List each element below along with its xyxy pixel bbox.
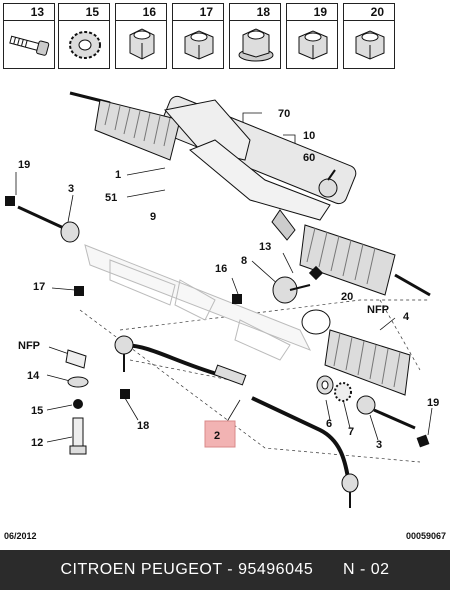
nut-marker-19-lower xyxy=(416,434,430,448)
legend-number: 19 xyxy=(287,4,337,21)
callout-20: 20 xyxy=(341,291,353,303)
callout-nfp-left: NFP xyxy=(18,340,40,352)
legend-number: 15 xyxy=(59,4,109,21)
legend-number: 16 xyxy=(116,4,166,21)
callout-18: 18 xyxy=(137,420,149,432)
pinion-cover-part-8 xyxy=(272,276,311,304)
callout-8: 8 xyxy=(241,255,247,267)
caption-text: CITROEN PEUGEOT - 95496045 N - 02 xyxy=(60,561,390,578)
bolt-icon xyxy=(9,35,50,56)
tie-rod-part-2 xyxy=(114,335,359,508)
callout-13: 13 xyxy=(259,241,271,253)
revision-date: 06/2012 xyxy=(4,531,37,541)
callout-19-upper: 19 xyxy=(18,159,30,171)
callout-19-lower: 19 xyxy=(427,397,439,409)
callout-nfp-right: NFP xyxy=(367,304,389,316)
boot-upper-left xyxy=(94,99,181,161)
nut-markers xyxy=(5,196,430,448)
hex-nut-icon xyxy=(298,30,328,60)
boot-upper-right xyxy=(299,224,396,296)
serrated-washer-part-7 xyxy=(334,382,352,402)
steering-rack-diagram: 70 10 60 1 51 9 19 3 13 8 16 20 NFP 17 4… xyxy=(5,91,439,508)
flanged-nut-icon xyxy=(238,28,274,62)
legend-cell-13: 13 xyxy=(3,3,55,69)
callout-12: 12 xyxy=(31,437,43,449)
callout-4: 4 xyxy=(403,311,410,323)
legend-cell-15: 15 xyxy=(58,3,110,69)
caption-bar: CITROEN PEUGEOT - 95496045 N - 02 xyxy=(0,550,450,590)
nut-marker-19-upper xyxy=(5,196,15,206)
legend-cell-17: 17 xyxy=(172,3,224,69)
callout-16: 16 xyxy=(215,263,227,275)
hex-nut-icon xyxy=(129,28,155,60)
nut-marker-20 xyxy=(308,265,324,281)
callout-15: 15 xyxy=(31,405,43,417)
nut-marker-16 xyxy=(232,294,242,304)
legend-cell-16: 16 xyxy=(115,3,167,69)
legend-number: 18 xyxy=(230,4,280,21)
steering-rack-upper xyxy=(69,91,431,297)
steering-rack-ghost xyxy=(84,244,312,361)
callout-51: 51 xyxy=(105,192,117,204)
callout-17: 17 xyxy=(33,281,45,293)
legend-cell-18: 18 xyxy=(229,3,281,69)
washer-part-15 xyxy=(73,399,83,409)
hex-nut-icon xyxy=(184,30,214,60)
callout-60: 60 xyxy=(303,152,315,164)
nut-marker-17 xyxy=(74,286,84,296)
callout-70: 70 xyxy=(278,108,290,120)
callout-2-highlight xyxy=(204,420,236,448)
callout-3-upper: 3 xyxy=(68,183,74,195)
callout-2: 2 xyxy=(214,430,220,442)
hex-nut-icon xyxy=(355,30,385,60)
legend-cell-19: 19 xyxy=(286,3,338,69)
washer-part-6 xyxy=(316,375,334,395)
legend-number: 17 xyxy=(173,4,223,21)
legend-number: 20 xyxy=(344,4,394,21)
parts-legend: 13 15 16 17 18 xyxy=(3,3,449,69)
bracket-part-14 xyxy=(65,349,89,388)
callout-14: 14 xyxy=(27,370,40,382)
dashed-guides xyxy=(79,299,430,463)
tie-rod-upper-left xyxy=(17,205,80,243)
callout-1: 1 xyxy=(115,169,121,181)
legend-cell-20: 20 xyxy=(343,3,395,69)
serrated-washer-icon xyxy=(69,31,101,59)
legend-number: 13 xyxy=(4,4,54,21)
bolt-part-12 xyxy=(69,417,87,455)
inner-ball-joint-lower xyxy=(356,395,416,430)
nut-marker-18 xyxy=(120,389,130,399)
callout-6: 6 xyxy=(326,418,332,430)
boot-lower-right xyxy=(301,309,411,396)
callout-3-lower: 3 xyxy=(376,439,382,451)
callout-7: 7 xyxy=(348,426,354,438)
document-number: 00059067 xyxy=(405,531,446,541)
callout-10: 10 xyxy=(303,130,315,142)
callout-9: 9 xyxy=(150,211,156,223)
